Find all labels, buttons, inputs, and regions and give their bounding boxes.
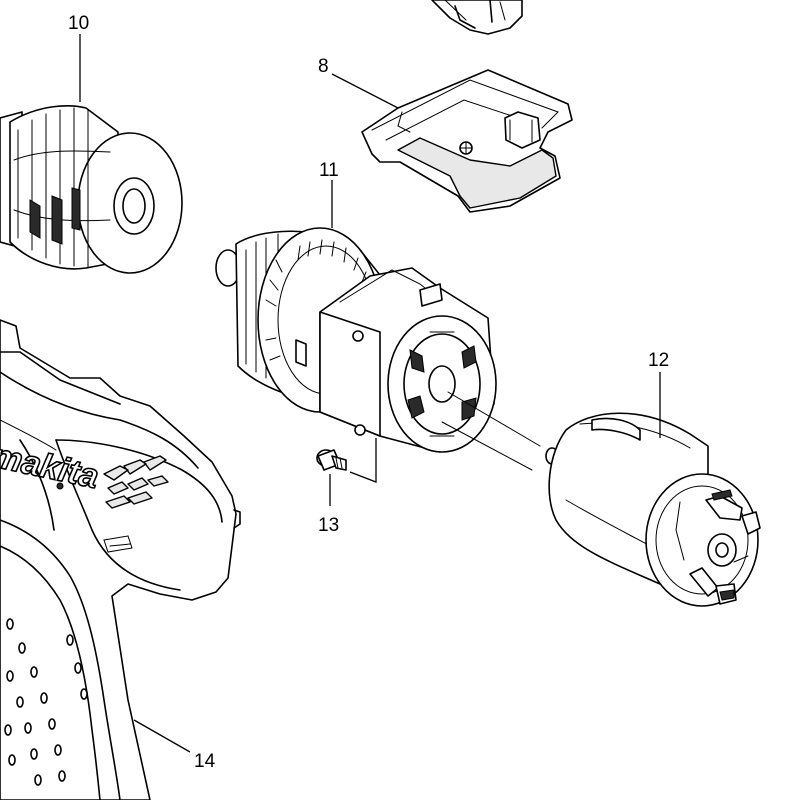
part-labels: 10 8 11 12 13 14 bbox=[68, 13, 669, 772]
top-partial-part bbox=[431, 0, 523, 35]
part-label-11: 11 bbox=[319, 160, 339, 181]
assembly-lines bbox=[441, 391, 541, 471]
leader-lines bbox=[79, 34, 661, 753]
drill-chuck-part bbox=[0, 105, 183, 274]
part-label-8: 8 bbox=[318, 56, 329, 77]
part-label-13: 13 bbox=[318, 515, 339, 536]
motor-part bbox=[545, 412, 761, 607]
vent-holes bbox=[4, 618, 88, 786]
screw-part bbox=[316, 438, 377, 483]
drill-housing-part: makita bbox=[0, 319, 241, 800]
gear-assembly-part bbox=[215, 227, 497, 453]
part-label-12: 12 bbox=[648, 350, 669, 371]
switch-cover-part bbox=[361, 69, 573, 213]
part-label-14: 14 bbox=[194, 751, 216, 772]
part-label-10: 10 bbox=[68, 13, 89, 34]
